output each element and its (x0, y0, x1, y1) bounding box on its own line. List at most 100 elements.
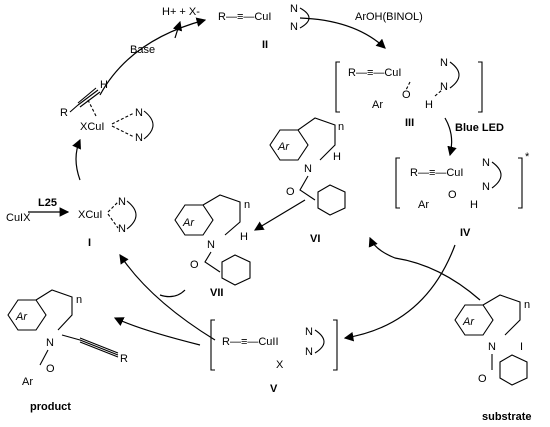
arrow-III-to-IV (444, 117, 457, 157)
product-acyl (39, 349, 49, 366)
IV-N-top: N (482, 157, 490, 169)
I-label: I (88, 237, 91, 249)
III-brackets (335, 61, 483, 113)
II-N-bottom: N (290, 21, 298, 33)
alkyne-H: H (100, 79, 108, 91)
III-N-top: N (440, 57, 448, 69)
I-N-top: N (118, 196, 126, 208)
II-ligand-arc (299, 7, 310, 29)
base-label: Base (130, 44, 155, 56)
IV-brackets (395, 157, 523, 209)
IV-H: H (470, 199, 478, 211)
ligand-label: L25 (38, 197, 57, 209)
alkyne-triple (69, 87, 101, 113)
substrate-structure: Ar n N O I substrate (454, 294, 532, 423)
V-N-top: N (305, 326, 313, 338)
VII-O: O (190, 259, 199, 271)
III-label: III (405, 117, 414, 129)
substrate-label: substrate (482, 411, 532, 423)
VI-N: N (304, 163, 312, 175)
V-formula: R—≡—CuII (222, 336, 279, 348)
substrate-phenyl (499, 354, 528, 386)
product-O: O (46, 363, 55, 375)
arrow-V-to-I (119, 254, 216, 341)
I-coordination (107, 201, 119, 229)
VI-phenyl (317, 184, 346, 216)
IV-N-bottom: N (482, 181, 490, 193)
IV-Ar: Ar (418, 199, 429, 211)
I-N-bottom: N (118, 223, 126, 235)
blue-led-label: Blue LED (455, 122, 504, 134)
VI-arene (269, 129, 309, 161)
arrow-II-to-III (299, 17, 386, 49)
V-ligand-arc (314, 329, 325, 354)
product-Ar: Ar (15, 311, 28, 323)
IV-star: * (525, 151, 530, 163)
arrow-VII-curve (159, 289, 186, 298)
arrow-byproduct (172, 20, 183, 39)
VII-label: VII (210, 287, 223, 299)
alkyne-coordination (111, 112, 135, 138)
VII-ring (202, 194, 241, 236)
VII-acyl (204, 251, 221, 273)
substrate-n: n (524, 299, 530, 311)
VII-H: H (240, 231, 248, 243)
I-ligand-arc (126, 200, 137, 230)
product-arene (7, 299, 47, 331)
IV-label: IV (460, 227, 471, 239)
II-N-top: N (290, 3, 298, 15)
VI-label: VI (310, 233, 320, 245)
III-H: H (425, 99, 433, 111)
substrate-I: I (520, 341, 523, 353)
VII-arene (174, 204, 214, 236)
alkyne-pi (87, 99, 97, 117)
substrate-N: N (488, 341, 496, 353)
intermediate-III: R—≡—CuI N N O H Ar III (335, 57, 483, 129)
product-R: R (120, 353, 128, 365)
product-Ar-acyl: Ar (22, 376, 33, 388)
VI-acyl (299, 175, 316, 201)
arrow-V-to-product (113, 317, 201, 346)
intermediate-I: XCuI N N I (78, 196, 137, 249)
product-structure: Ar n R N O Ar product (7, 289, 128, 413)
arrow-IV-to-V (343, 244, 456, 342)
substrate-Ar: Ar (462, 316, 475, 328)
VII-N: N (207, 239, 215, 251)
additive-label: ArOH(BINOL) (355, 11, 423, 23)
I-formula: XCuI (78, 209, 102, 221)
alkyne-Cu: XCuI (80, 121, 104, 133)
product-N: N (46, 337, 54, 349)
VI-n: n (338, 121, 344, 133)
IV-ligand-arc (491, 161, 502, 189)
II-label: II (262, 39, 268, 51)
V-X: X (276, 359, 284, 371)
III-N-bottom: N (440, 81, 448, 93)
III-formula: R—≡—CuI (348, 67, 401, 79)
III-ligand-arc (449, 61, 460, 89)
V-brackets (210, 319, 338, 371)
III-O: O (402, 89, 411, 101)
VII-n: n (244, 199, 250, 211)
catalyst-precursor: CuIX (6, 212, 31, 224)
intermediate-VII: Ar n H N O VII (174, 194, 251, 299)
intermediate-IV: * R—≡—CuI N N O H Ar IV (395, 151, 530, 239)
VII-Ar: Ar (182, 217, 195, 229)
arrow-VI-to-VII (253, 199, 306, 231)
intermediate-II: R—≡—CuI N N II (218, 3, 310, 51)
intermediate-V: R—≡—CuII N N X V (210, 319, 338, 395)
substrate-arene (454, 304, 494, 336)
VII-phenyl (221, 254, 251, 286)
II-formula: R—≡—CuI (218, 11, 271, 23)
IV-O: O (448, 189, 457, 201)
VI-H: H (333, 151, 341, 163)
V-label: V (270, 383, 278, 395)
V-N-bottom: N (305, 346, 313, 358)
product-label: product (30, 401, 71, 413)
substrate-ring (482, 294, 521, 336)
VI-O: O (286, 186, 295, 198)
III-Ar: Ar (372, 99, 383, 111)
byproduct-label: H+ + X- (162, 6, 200, 18)
product-alkyne (61, 334, 119, 358)
arrow-alkyne-to-II (99, 17, 207, 96)
